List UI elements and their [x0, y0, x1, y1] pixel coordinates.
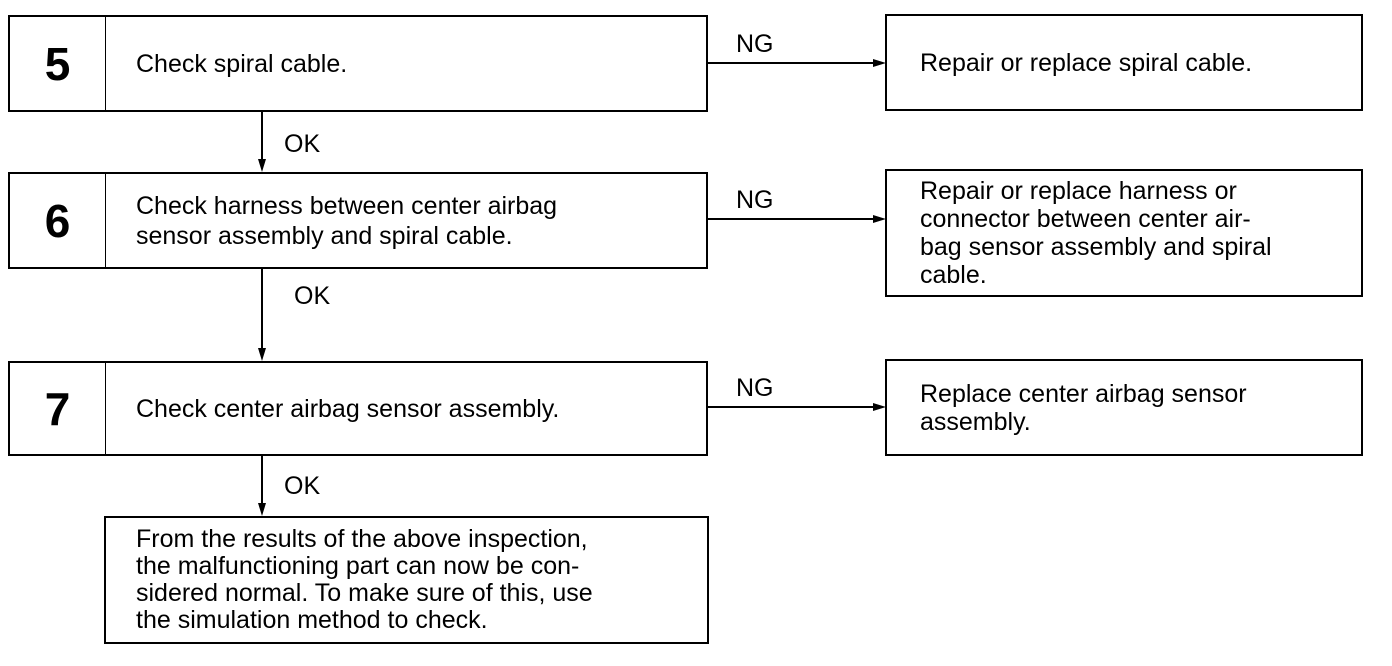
step-6-box: 6 Check harness between center airbag se… — [8, 172, 708, 269]
arrowhead-icon — [258, 159, 266, 172]
result-box-sensor: Replace center airbag sensor assembly. — [885, 359, 1363, 456]
ok-label: OK — [284, 472, 321, 500]
step-number: 5 — [10, 17, 106, 110]
step-text: Check center airbag sensor assembly. — [136, 394, 560, 423]
ng-label: NG — [736, 30, 774, 58]
step-text: Check spiral cable. — [136, 49, 348, 78]
step-7-box: 7 Check center airbag sensor assembly. — [8, 361, 708, 456]
ok-label: OK — [284, 130, 321, 158]
ok-label: OK — [294, 282, 331, 310]
final-note-box: From the results of the above inspection… — [104, 516, 709, 644]
step-5-box: 5 Check spiral cable. — [8, 15, 708, 112]
step-text: Check harness between center airbag sens… — [136, 191, 558, 250]
result-box-spiral-cable: Repair or replace spiral cable. — [885, 14, 1363, 111]
ng-label: NG — [736, 186, 774, 214]
step-number: 7 — [10, 363, 106, 454]
step-number: 6 — [10, 174, 106, 267]
arrowhead-icon — [258, 348, 266, 361]
arrowhead-icon — [258, 503, 266, 516]
result-box-harness: Repair or replace harness or connector b… — [885, 169, 1363, 297]
ng-label: NG — [736, 374, 774, 402]
